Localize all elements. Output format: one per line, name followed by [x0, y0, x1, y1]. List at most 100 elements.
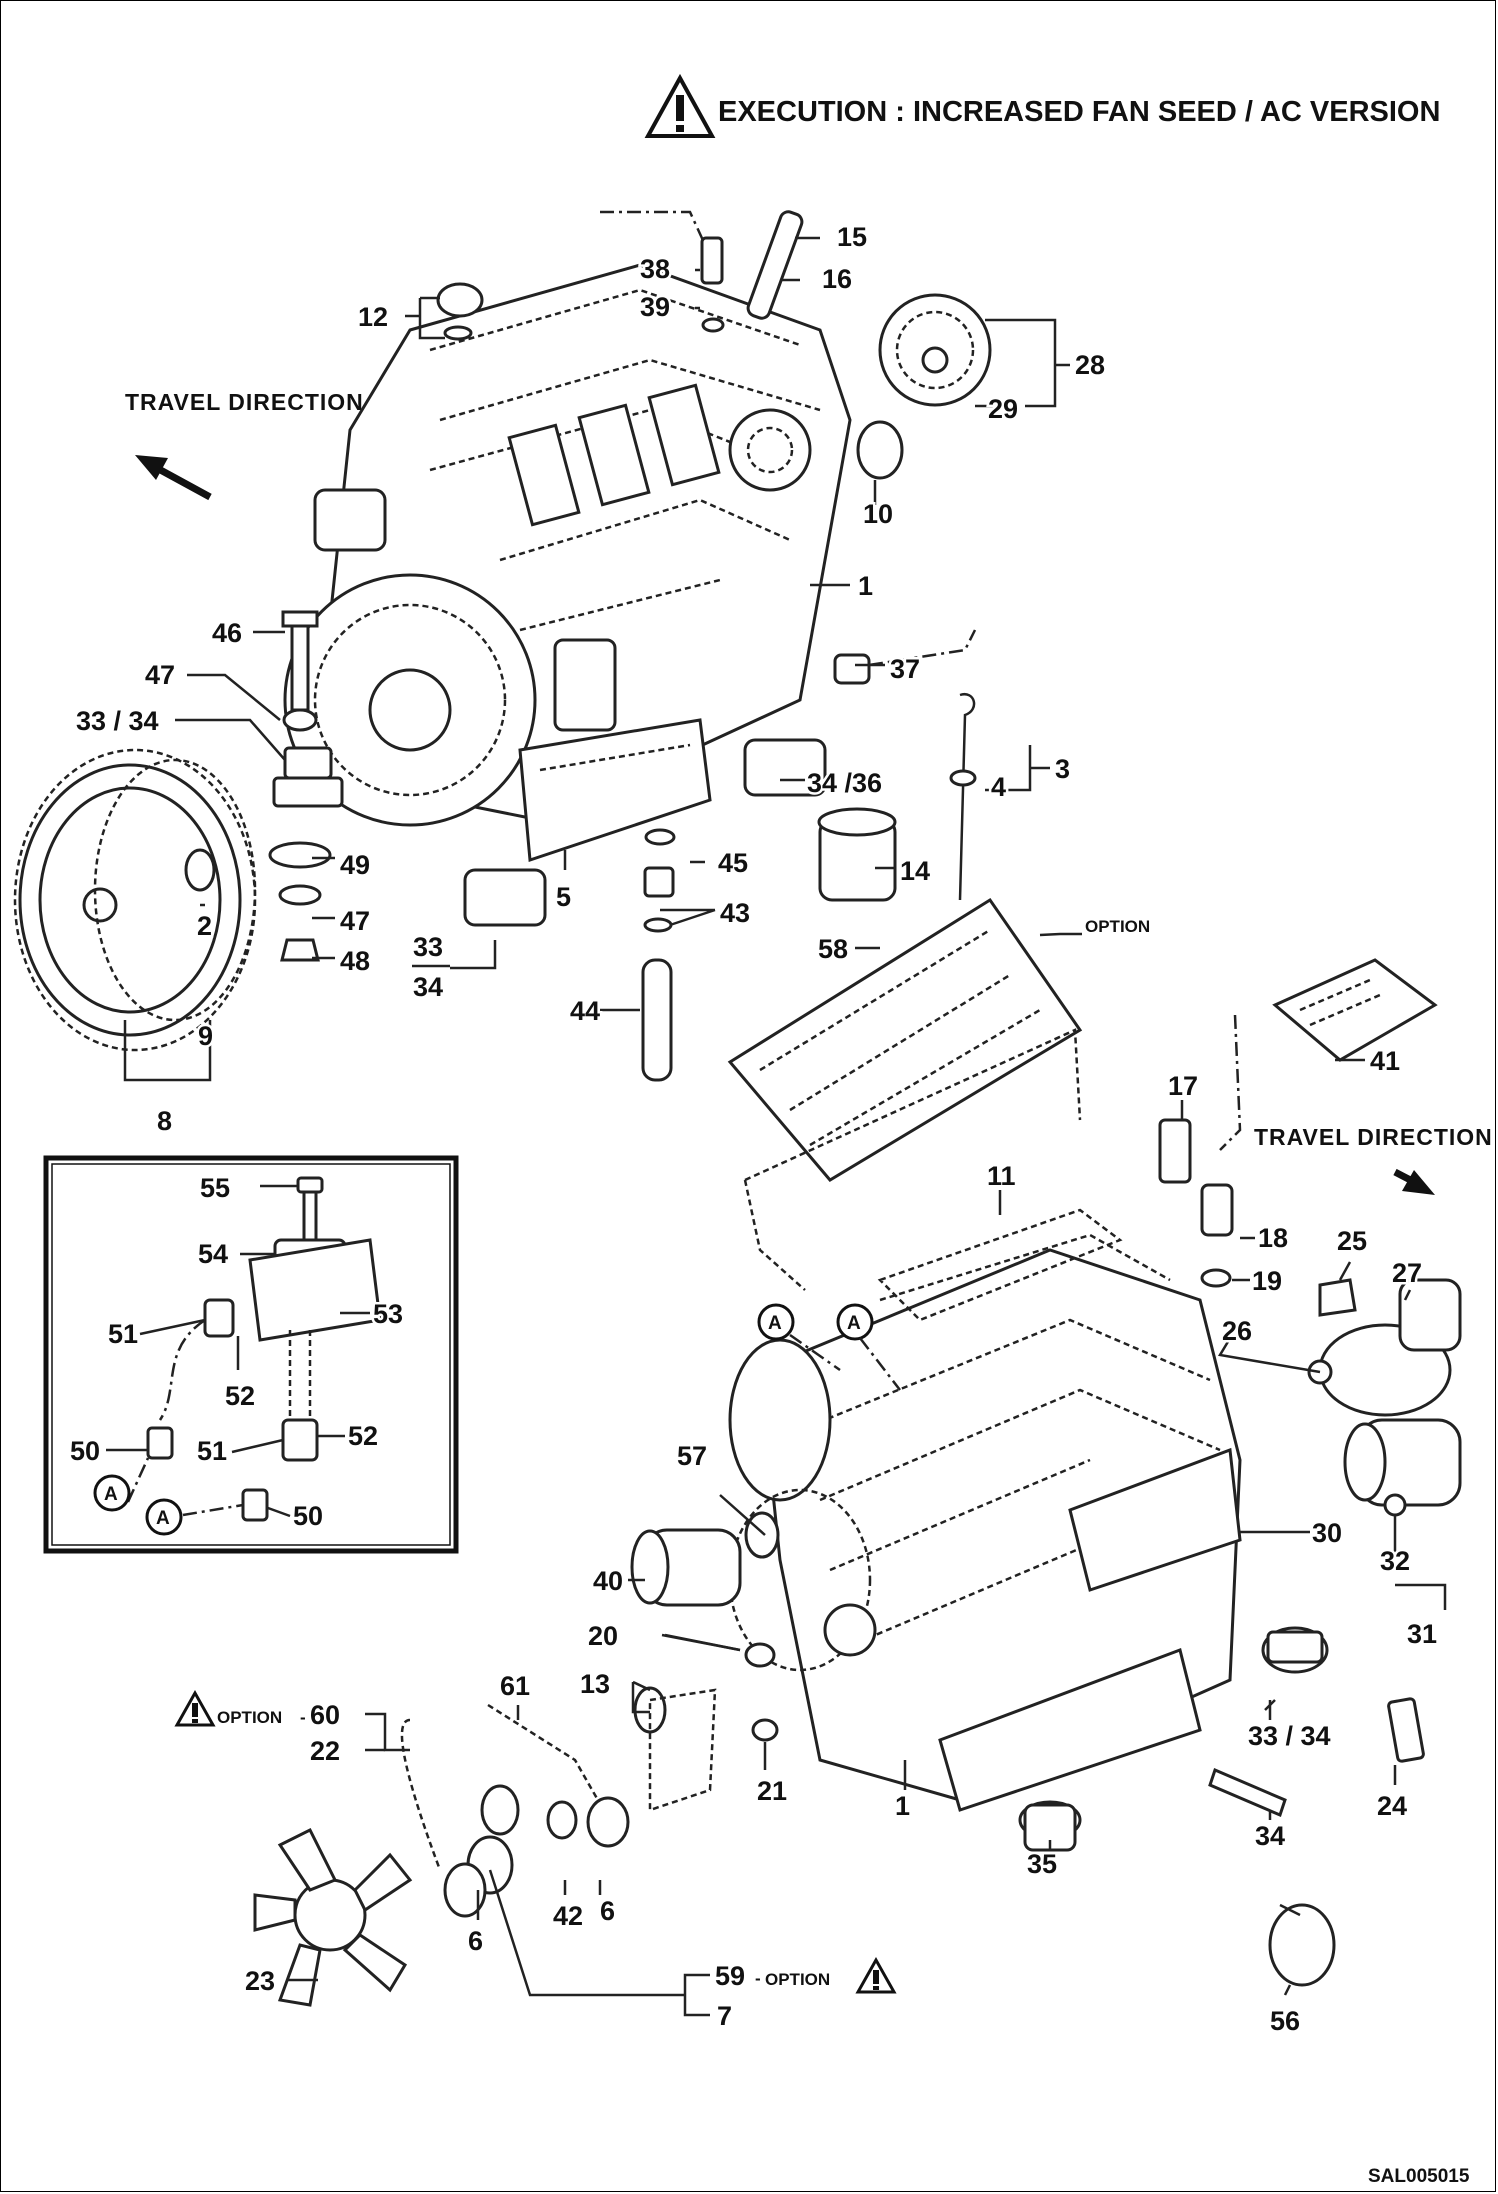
callout-49: 49 — [340, 850, 370, 880]
callout-50-b: 50 — [293, 1501, 323, 1531]
callout-55: 55 — [200, 1173, 230, 1203]
clamp-part-56 — [1268, 1903, 1336, 1987]
option-tag-58: OPTION — [1085, 917, 1150, 936]
callout-40: 40 — [593, 1566, 623, 1596]
callout-20: 20 — [588, 1621, 618, 1651]
callout-11: 11 — [987, 1161, 1016, 1191]
callout-32: 32 — [1380, 1546, 1410, 1576]
callout-47-top: 47 — [145, 660, 175, 690]
callout-39: 39 — [640, 292, 670, 322]
callout-44: 44 — [570, 996, 600, 1026]
inset-marker-a-2: A — [156, 1508, 170, 1529]
callout-24: 24 — [1377, 1791, 1407, 1821]
callout-52-b: 52 — [348, 1421, 378, 1451]
engine-block-top — [283, 263, 852, 863]
dipstick-part-3 — [949, 692, 977, 901]
callout-51-b: 51 — [197, 1436, 227, 1466]
callout-51-a: 51 — [108, 1319, 138, 1349]
travel-direction-arrow-bottom-icon — [1393, 1168, 1435, 1195]
callout-13: 13 — [580, 1669, 610, 1699]
callout-53: 53 — [373, 1299, 403, 1329]
callout-6-right: 6 — [600, 1896, 615, 1926]
drive-belts — [400, 1688, 717, 1871]
glow-plug-part-38 — [600, 210, 725, 333]
callout-4: 4 — [991, 772, 1006, 802]
gasket-part-24 — [1387, 1697, 1425, 1763]
callout-22: 22 — [310, 1736, 340, 1766]
water-pump-parts — [1307, 1278, 1462, 1417]
callout-1-top: 1 — [858, 571, 873, 601]
callout-33-stack: 33 — [413, 932, 443, 962]
callout-3: 3 — [1055, 754, 1070, 784]
idler-parts — [633, 1633, 779, 1742]
header-warning-icon — [644, 73, 716, 138]
ring-gear-part-9 — [93, 758, 257, 1022]
callout-2: 2 — [197, 911, 212, 941]
callout-21: 21 — [757, 1776, 787, 1806]
section-marker-a-right: A — [836, 1303, 874, 1341]
section-marker-leaders — [789, 1333, 901, 1391]
callout-5: 5 — [556, 882, 571, 912]
callout-labels: 15 16 38 39 12 28 29 10 1 37 46 47 33 / … — [68, 220, 1440, 2039]
sensor-part-12 — [436, 282, 484, 341]
thermostat-parts — [1158, 1014, 1242, 1288]
callout-26: 26 — [1222, 1316, 1252, 1346]
callout-35: 35 — [1027, 1849, 1057, 1879]
callout-34-stack: 34 — [413, 972, 443, 1002]
callout-43: 43 — [720, 898, 750, 928]
callout-19: 19 — [1252, 1266, 1282, 1296]
callout-9: 9 — [198, 1021, 213, 1051]
callout-33-34-right: 33 / 34 — [1248, 1721, 1331, 1751]
travel-direction-arrow-top-icon — [135, 455, 212, 501]
svg-text:A: A — [768, 1313, 782, 1334]
engine-mounts-bottom — [1018, 1626, 1329, 1852]
manual-part-41 — [1272, 958, 1438, 1062]
callout-8: 8 — [157, 1106, 172, 1136]
svg-text:A: A — [847, 1313, 861, 1334]
washer-part-2 — [184, 848, 216, 892]
callout-38: 38 — [640, 254, 670, 284]
callout-29: 29 — [988, 394, 1018, 424]
callout-50-a: 50 — [70, 1436, 100, 1466]
oil-filler-cap-part-10 — [856, 420, 904, 480]
callout-58: 58 — [818, 934, 848, 964]
callout-6-left: 6 — [468, 1926, 483, 1956]
option-tag-60: OPTION — [217, 1708, 282, 1727]
section-marker-a-left: A — [757, 1303, 795, 1341]
alternator-part-40 — [630, 1511, 780, 1607]
option-warning-icon-59 — [855, 1956, 897, 1994]
drain-parts — [641, 828, 676, 1082]
callout-1-bottom: 1 — [895, 1791, 910, 1821]
callout-46: 46 — [212, 618, 242, 648]
callout-30: 30 — [1312, 1518, 1342, 1548]
page-title: EXECUTION : INCREASED FAN SEED / AC VERS… — [718, 96, 1440, 128]
callout-52-a: 52 — [225, 1381, 255, 1411]
cooling-fan-part-23 — [253, 1827, 413, 2007]
detail-inset-box: A A — [43, 1155, 459, 1554]
callout-27: 27 — [1392, 1258, 1422, 1288]
guard-plate-part-58 — [727, 897, 1083, 1291]
callout-33-34-left: 33 / 34 — [76, 706, 159, 736]
callout-14: 14 — [900, 856, 930, 886]
callout-34-36: 34 /36 — [807, 768, 882, 798]
option-warning-icon-60 — [174, 1689, 216, 1727]
travel-direction-label-top: TRAVEL DIRECTION — [125, 389, 364, 415]
callout-37: 37 — [890, 654, 920, 684]
callout-28: 28 — [1075, 350, 1105, 380]
alternator-part-28 — [878, 293, 992, 407]
inset-marker-a-1: A — [104, 1484, 118, 1505]
pulleys — [443, 1784, 630, 1918]
callout-16: 16 — [822, 264, 852, 294]
callout-56: 56 — [1270, 2006, 1300, 2036]
callout-57: 57 — [677, 1441, 707, 1471]
engine-mount-left — [268, 610, 344, 962]
callout-7: 7 — [717, 2001, 732, 2031]
callout-15: 15 — [837, 222, 867, 252]
bottom-leader-lines — [288, 932, 1447, 2017]
callout-42: 42 — [553, 1901, 583, 1931]
callout-18: 18 — [1258, 1223, 1288, 1253]
option-tag-59: OPTION — [765, 1970, 830, 1989]
callout-60: 60 — [310, 1700, 340, 1730]
